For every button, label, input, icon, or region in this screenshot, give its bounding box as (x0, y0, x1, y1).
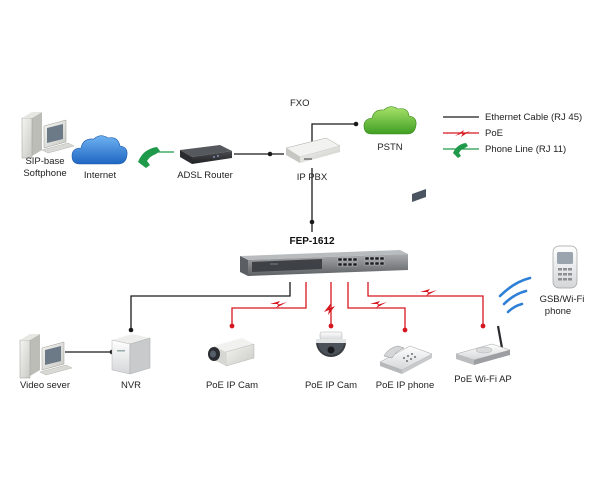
wifi-access-point-icon (455, 325, 511, 365)
ip-box-camera-icon (208, 338, 255, 367)
fxo-line-pbx-pstn (311, 123, 356, 142)
label-gsb-wifi-2: phone (545, 306, 571, 317)
poe-switch-wifiap (367, 282, 484, 326)
connections (65, 121, 486, 355)
port-dot (128, 327, 134, 333)
legend-poe-bolt (455, 130, 470, 137)
wifi-waves-icon (498, 276, 532, 314)
label-gsb-wifi-1: GSB/Wi-Fi (540, 294, 585, 305)
poe-switch-ipphone (347, 282, 406, 330)
label-nvr: NVR (121, 380, 141, 391)
poe-switch-ipcam1 (231, 282, 307, 326)
ip-pbx-icon (285, 137, 341, 163)
port-dot (353, 121, 359, 127)
port-dot (267, 151, 273, 157)
label-adsl-router: ADSL Router (177, 170, 233, 181)
label-switch: FEP-1612 (289, 236, 334, 247)
internet-cloud-icon (71, 135, 128, 165)
label-poe-ip-phone: PoE IP phone (376, 380, 434, 391)
fep-1612-switch-icon (240, 250, 408, 276)
label-internet: Internet (84, 170, 117, 181)
ip-phone-icon (379, 188, 433, 374)
sip-softphone-pc-icon (21, 112, 75, 159)
mobile-phone-icon (552, 245, 578, 289)
legend-poe-label: PoE (485, 128, 503, 139)
legend-ethernet-label: Ethernet Cable (RJ 45) (485, 112, 582, 123)
ethernet-switch-nvr (130, 282, 291, 330)
label-pstn: PSTN (377, 142, 402, 153)
label-video-server: Video sever (20, 380, 70, 391)
label-poe-ip-cam-1: PoE IP Cam (206, 380, 258, 391)
label-sip-softphone-2: Softphone (23, 168, 66, 179)
ip-dome-camera-icon (316, 331, 346, 357)
legend: Ethernet Cable (RJ 45) PoE Phone Line (R… (443, 112, 582, 158)
video-server-pc-icon (19, 334, 73, 379)
label-sip-softphone-1: SIP-base (25, 156, 64, 167)
adsl-router-icon (180, 145, 232, 164)
legend-phone-label: Phone Line (RJ 11) (485, 144, 566, 155)
pstn-cloud-icon (363, 106, 417, 135)
port-dot (309, 219, 315, 225)
label-fxo: FXO (290, 98, 310, 109)
label-poe-ip-cam-2: PoE IP Cam (305, 380, 357, 391)
phone-line-icon (138, 147, 174, 168)
label-ip-pbx: IP PBX (297, 172, 328, 183)
label-poe-wifi-ap: PoE Wi-Fi AP (454, 374, 512, 385)
nvr-icon (111, 334, 151, 375)
poe-bolts (270, 289, 437, 315)
legend-phone-icon (453, 143, 468, 158)
